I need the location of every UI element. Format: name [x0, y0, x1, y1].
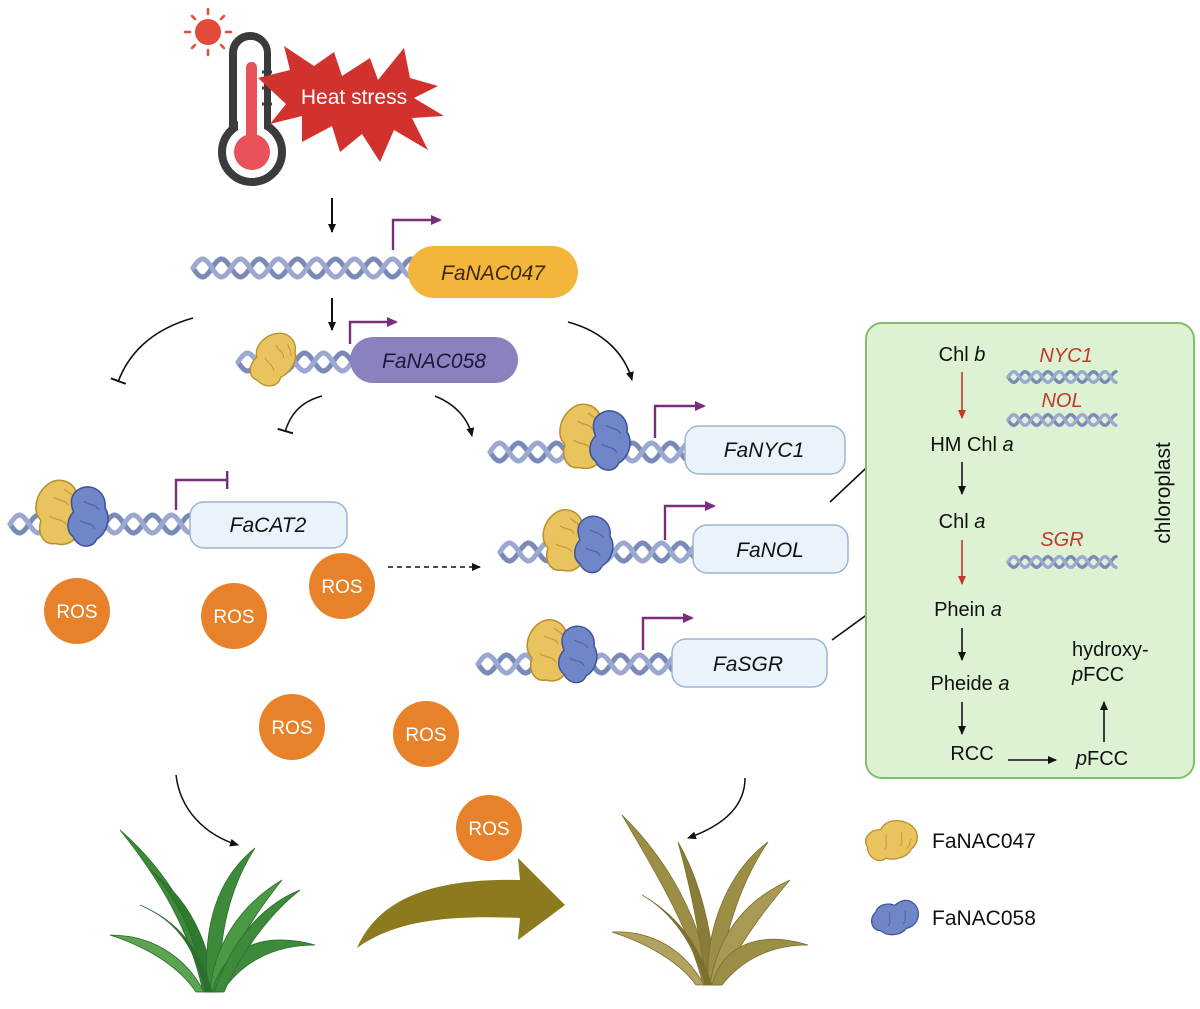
nac047-activate-arrow [567, 321, 634, 381]
dna-strand [1006, 369, 1118, 385]
legend-nac058-label: FaNAC058 [932, 907, 1036, 930]
promoter-repress-cat2 [174, 471, 229, 510]
dna-enzyme-nyc1 [1006, 369, 1118, 385]
ros-particle: ROS [309, 553, 375, 619]
chloroplast-panel [865, 322, 1195, 779]
nyc1-nac058-protein-icon [589, 410, 631, 471]
progression-arrow [357, 858, 565, 948]
ros-to-withered-grass-arrow [687, 777, 746, 840]
nac058-inhibit-arrow [277, 395, 323, 435]
chl-a-label: Chl a [939, 511, 986, 533]
promoter-arrow-nac047 [391, 215, 442, 250]
gene-box-nol [692, 524, 849, 574]
hydroxy-label-line1: hydroxy- [1072, 639, 1149, 661]
dna-strand [1006, 412, 1118, 428]
ros-label: ROS [321, 577, 362, 598]
gene-box-nac047 [408, 246, 578, 298]
chl-b-label: Chl b [939, 344, 986, 366]
gene-label-nol: FaNOL [736, 539, 804, 562]
gene-label-nyc1: FaNYC1 [724, 439, 805, 462]
rcc-label: RCC [950, 743, 993, 765]
gene-label-nac047: FaNAC047 [441, 262, 546, 285]
ros-particle: ROS [44, 578, 110, 644]
dna-strand [1006, 412, 1118, 428]
dna-enzyme-nol [1006, 412, 1118, 428]
phein-a-label: Phein a [934, 599, 1002, 621]
cat2-nac058-protein-icon [67, 486, 109, 547]
chloroplast-title: chloroplast [1152, 442, 1175, 544]
ros-particle: ROS [201, 583, 267, 649]
gene-box-nac058 [350, 337, 518, 383]
ros-label: ROS [271, 718, 312, 739]
promoter-arrow-nyc1 [653, 401, 706, 438]
dna-strand [1006, 554, 1118, 570]
heat-stress-burst: Heat stress [258, 46, 444, 162]
dna-strand [1006, 369, 1118, 385]
sgr-nac058-protein-icon [557, 625, 598, 684]
gene-box-nyc1 [684, 425, 846, 475]
sun-icon [183, 7, 233, 57]
dna-strand [1006, 554, 1118, 570]
ros-particle: ROS [456, 795, 522, 861]
gene-label-sgr: FaSGR [713, 653, 783, 676]
gene-box-cat2 [189, 501, 348, 549]
gene-label-nac058: FaNAC058 [382, 350, 486, 373]
nac058-activate-arrow [434, 395, 475, 437]
gene-label-cat2: FaCAT2 [230, 514, 307, 537]
heat-stress-label: Heat stress [301, 86, 407, 109]
dna-nac047 [190, 256, 420, 280]
legend-nac058-icon [866, 893, 924, 942]
nol-nac058-protein-icon [573, 515, 614, 574]
ros-label: ROS [468, 819, 509, 840]
dna-strand [190, 256, 420, 280]
enzyme-nol-label: NOL [1041, 390, 1082, 412]
hydroxy-label-line2: pFCC [1071, 664, 1124, 686]
legend-nac047-label: FaNAC047 [932, 830, 1036, 853]
withered-grass-icon [611, 814, 809, 986]
hm-chl-a-label: HM Chl a [930, 434, 1013, 456]
ros-label: ROS [56, 602, 97, 623]
promoter-arrow-sgr [641, 613, 694, 650]
ros-label: ROS [405, 725, 446, 746]
ros-label: ROS [213, 607, 254, 628]
pheide-a-label: Pheide a [931, 673, 1010, 695]
ros-particle: ROS [259, 694, 325, 760]
nac047-inhibit-arrow [110, 317, 194, 385]
enzyme-sgr-label: SGR [1040, 529, 1083, 551]
gene-box-sgr [671, 638, 828, 688]
legend-nac047-icon [860, 813, 924, 869]
enzyme-nyc1-label: NYC1 [1039, 345, 1092, 367]
promoter-arrow-nac058 [348, 317, 398, 344]
pfcc-label: pFCC [1075, 748, 1128, 770]
ros-to-healthy-grass-arrow [175, 774, 239, 847]
healthy-grass-icon [109, 829, 316, 993]
thermometer-icon [218, 32, 286, 186]
ros-particle: ROS [393, 701, 459, 767]
dna-enzyme-sgr [1006, 554, 1118, 570]
promoter-arrow-nol [663, 501, 716, 540]
